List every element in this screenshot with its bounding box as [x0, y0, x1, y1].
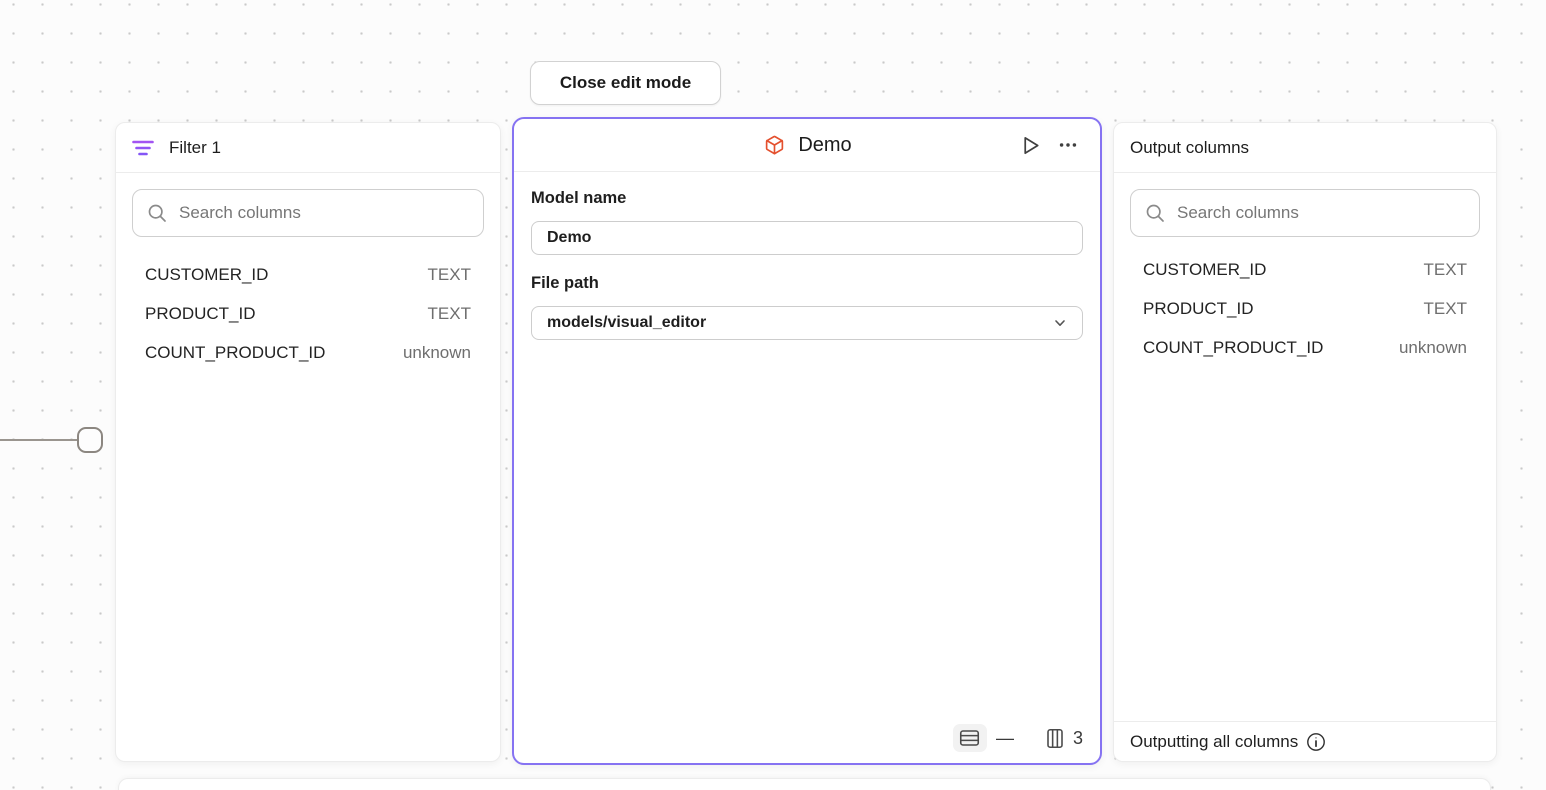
- close-edit-mode-button[interactable]: Close edit mode: [530, 61, 721, 105]
- filter-search-input[interactable]: [179, 203, 469, 223]
- model-name-label: Model name: [531, 189, 627, 207]
- file-path-select[interactable]: models/visual_editor: [531, 306, 1083, 340]
- table-columns-icon: [1046, 728, 1064, 749]
- column-row[interactable]: PRODUCT_ID TEXT: [132, 294, 484, 333]
- chevron-down-icon: [1052, 315, 1068, 331]
- output-panel-header: Output columns: [1114, 123, 1496, 173]
- file-path-value: models/visual_editor: [547, 314, 707, 331]
- column-name: PRODUCT_ID: [145, 303, 256, 323]
- model-header-actions: [852, 129, 1084, 161]
- filter-search-box: [132, 189, 484, 237]
- connection-handle[interactable]: [77, 427, 103, 453]
- search-icon: [147, 203, 167, 223]
- column-type: TEXT: [427, 303, 471, 323]
- column-name: COUNT_PRODUCT_ID: [145, 342, 326, 362]
- column-row[interactable]: COUNT_PRODUCT_ID unknown: [132, 333, 484, 372]
- column-type: unknown: [1398, 337, 1467, 357]
- cube-icon: [764, 134, 785, 156]
- column-type: TEXT: [427, 264, 471, 284]
- output-panel-body: CUSTOMER_ID TEXT PRODUCT_ID TEXT COUNT_P…: [1114, 173, 1496, 383]
- ellipsis-icon: [1059, 143, 1077, 147]
- model-panel-header: Demo: [514, 119, 1100, 172]
- filter-panel-title: Filter 1: [169, 137, 221, 157]
- column-type: TEXT: [1423, 298, 1467, 318]
- info-icon[interactable]: [1306, 732, 1326, 752]
- output-footer: Outputting all columns: [1114, 721, 1496, 761]
- results-panel-edge[interactable]: [118, 778, 1491, 790]
- filter-lines-icon: [132, 138, 154, 158]
- model-title-group: Demo: [764, 133, 852, 157]
- model-panel-body: Model name File path models/visual_edito…: [514, 172, 1100, 340]
- column-row[interactable]: COUNT_PRODUCT_ID unknown: [1130, 328, 1480, 367]
- file-path-label: File path: [531, 274, 599, 292]
- column-count-value: 3: [1072, 727, 1083, 748]
- output-search-input[interactable]: [1177, 203, 1465, 223]
- column-row[interactable]: CUSTOMER_ID TEXT: [132, 255, 484, 294]
- search-icon: [1145, 203, 1165, 223]
- filter-panel-header: Filter 1: [116, 123, 500, 173]
- run-model-button[interactable]: [1014, 129, 1046, 161]
- column-name: COUNT_PRODUCT_ID: [1143, 337, 1324, 357]
- column-row[interactable]: CUSTOMER_ID TEXT: [1130, 250, 1480, 289]
- model-name-input[interactable]: [531, 221, 1083, 255]
- column-name: PRODUCT_ID: [1143, 298, 1254, 318]
- model-panel-title: Demo: [798, 133, 852, 156]
- table-rows-icon[interactable]: [952, 724, 987, 752]
- column-type: TEXT: [1423, 259, 1467, 279]
- filter-column-list: CUSTOMER_ID TEXT PRODUCT_ID TEXT COUNT_P…: [132, 255, 484, 372]
- column-name: CUSTOMER_ID: [1143, 259, 1267, 279]
- output-footer-text: Outputting all columns: [1130, 731, 1299, 751]
- column-count-group: 3: [1046, 728, 1083, 749]
- output-column-list: CUSTOMER_ID TEXT PRODUCT_ID TEXT COUNT_P…: [1130, 250, 1480, 367]
- row-count-group: —: [952, 724, 1014, 752]
- output-search-box: [1130, 189, 1480, 237]
- model-menu-button[interactable]: [1052, 129, 1084, 161]
- filter-node-panel[interactable]: Filter 1 CUSTOMER_ID TEXT: [115, 122, 501, 762]
- column-type: unknown: [402, 342, 471, 362]
- connection-edge: [0, 439, 78, 441]
- filter-panel-body: CUSTOMER_ID TEXT PRODUCT_ID TEXT COUNT_P…: [116, 173, 500, 388]
- row-count-value: —: [995, 727, 1014, 748]
- output-panel-title: Output columns: [1130, 137, 1250, 157]
- output-columns-panel[interactable]: Output columns CUSTOMER_ID TEXT: [1113, 122, 1497, 762]
- play-icon: [1023, 136, 1039, 154]
- column-name: CUSTOMER_ID: [145, 264, 269, 284]
- column-row[interactable]: PRODUCT_ID TEXT: [1130, 289, 1480, 328]
- model-node-panel[interactable]: Demo Model name File path mod: [512, 117, 1102, 765]
- model-stats: — 3: [952, 724, 1083, 752]
